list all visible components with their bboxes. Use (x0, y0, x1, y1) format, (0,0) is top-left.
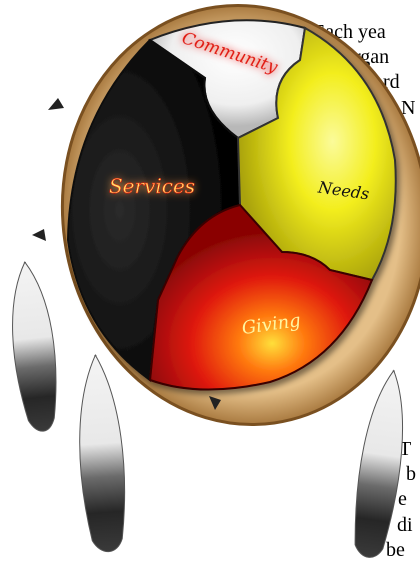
rim-tie-left-top (48, 98, 64, 110)
label-services: Services (109, 174, 195, 198)
feather-left-top (5, 260, 63, 433)
feather-right (348, 368, 413, 560)
feather-left-bottom (73, 354, 130, 554)
rim-tie-left-mid (32, 229, 46, 241)
